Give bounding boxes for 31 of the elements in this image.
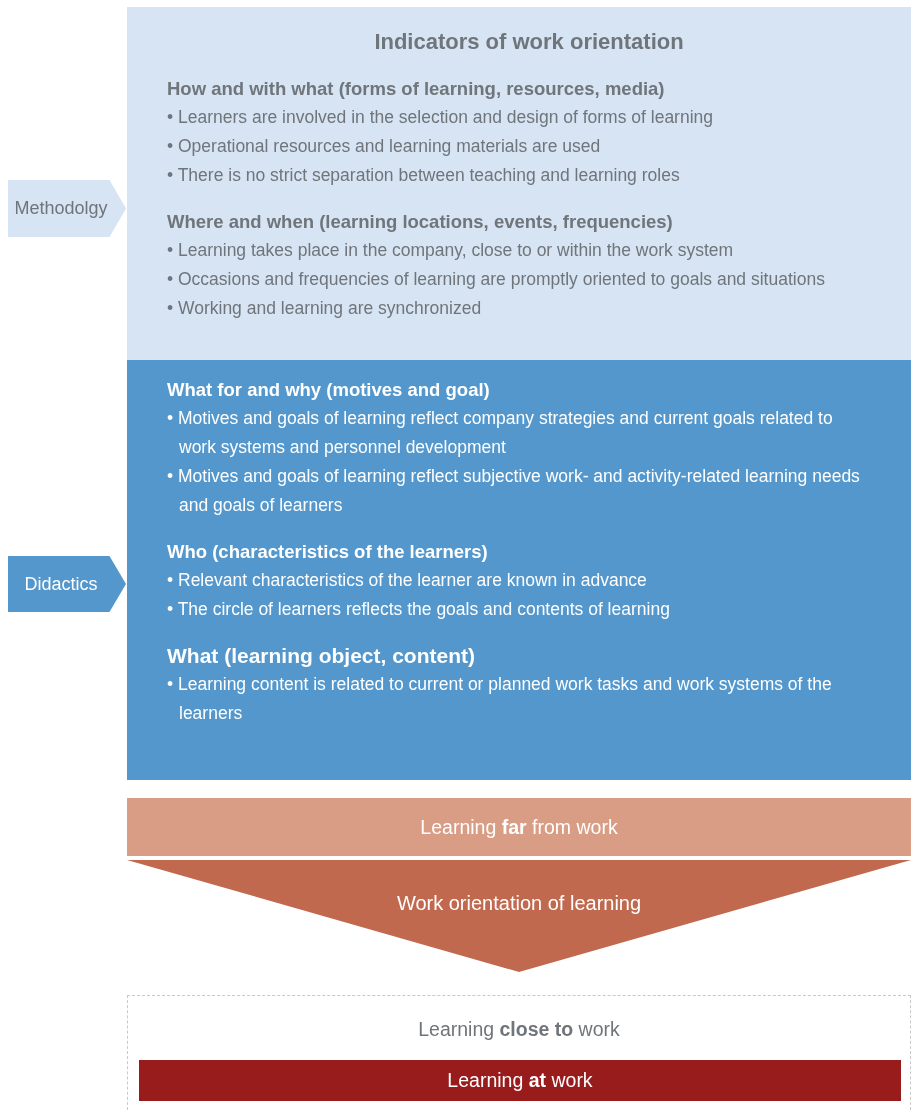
bullet-item: • Operational resources and learning materials are used (167, 135, 602, 158)
bullet-item: • Learning content is related to current or planned work tasks and work systems of the learners (167, 673, 833, 725)
bullet-item: • The circle of learners reflects the goals and contents of learning (167, 598, 671, 621)
tab-label: Didactics (24, 573, 99, 595)
bullet-item: • Working and learning are synchronized (167, 297, 483, 320)
funnel-label: Work orientation of learning (396, 892, 642, 915)
scale-bar (127, 798, 911, 856)
section-heading: What (learning object, content) (167, 643, 476, 669)
frame-label: Learning close to work (417, 1018, 621, 1041)
bar-label: Learning far from work (420, 815, 618, 839)
bullet-item: • Motives and goals of learning reflect subjective work- and activity-related learning needs and goals of learners (167, 465, 861, 517)
scale-bar (139, 1060, 901, 1101)
bullet-item: • Relevant characteristics of the learner are known in advance (167, 569, 648, 592)
dashed-frame (127, 995, 911, 1110)
bullet-item: • There is no strict separation between teaching and learning roles (167, 164, 681, 187)
funnel-triangle (127, 860, 911, 972)
section-heading: Where and when (learning locations, events, frequencies) (167, 210, 674, 234)
bullet-item: • Motives and goals of learning reflect company strategies and current goals related to work systems and personnel development (167, 407, 834, 459)
tab-label: Methodolgy (14, 198, 109, 219)
bar-label: Learning at work (447, 1069, 593, 1092)
bullet-item: • Learning takes place in the company, close to or within the work system (167, 239, 735, 262)
chevron-tab (8, 556, 126, 612)
section-heading: Who (characteristics of the learners) (167, 540, 489, 564)
methodology-panel (127, 7, 911, 360)
chevron-tab (8, 180, 126, 237)
section-heading: How and with what (forms of learning, resources, media) (167, 77, 666, 101)
section-heading: What for and why (motives and goal) (167, 378, 491, 402)
panel-title: Indicators of work orientation (373, 29, 685, 55)
bullet-item: • Occasions and frequencies of learning are promptly oriented to goals and situations (167, 268, 826, 291)
didactics-panel (127, 360, 911, 780)
bullet-item: • Learners are involved in the selection and design of forms of learning (167, 106, 715, 129)
